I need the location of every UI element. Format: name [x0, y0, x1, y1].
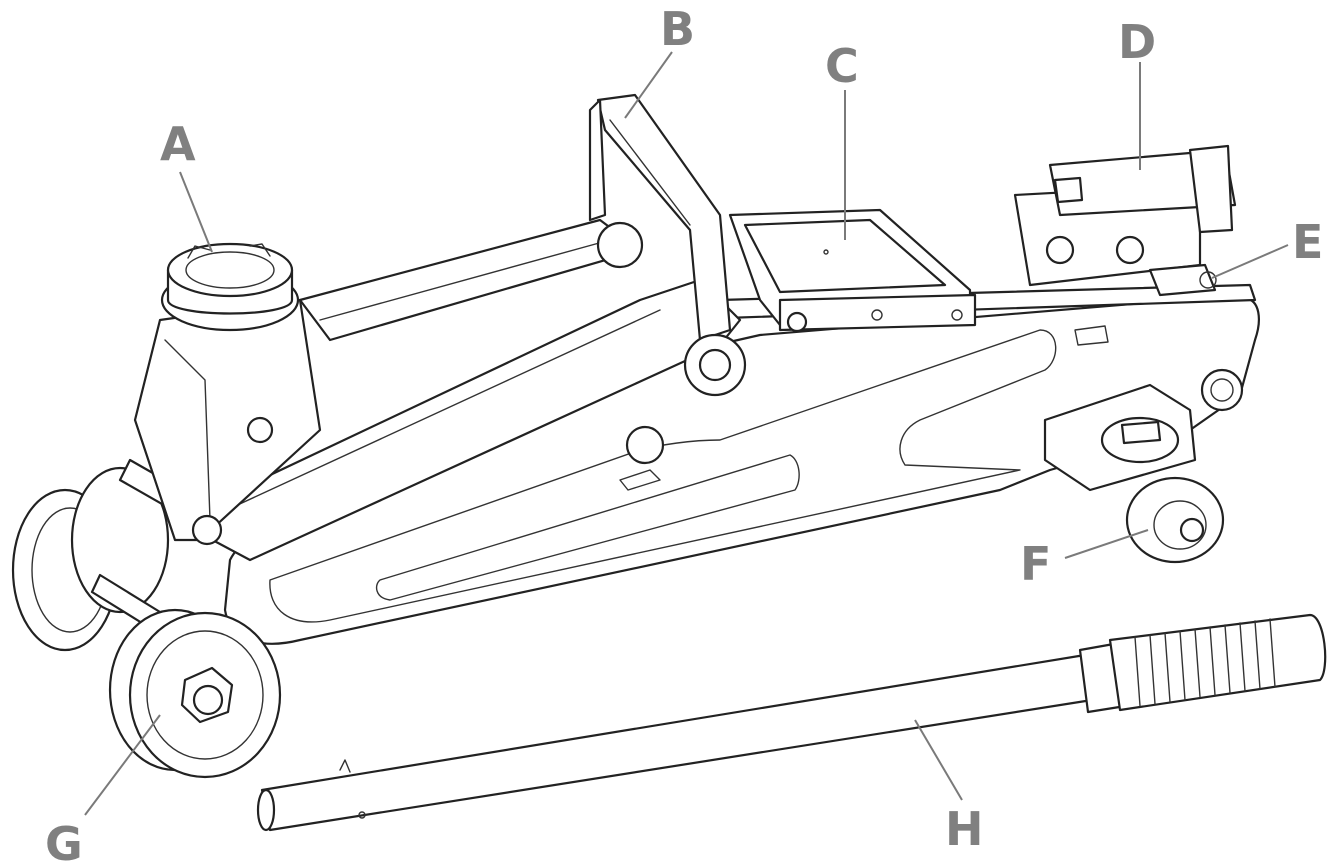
leader-f	[1064, 529, 1149, 559]
label-d: D	[1118, 15, 1156, 69]
leader-h	[914, 719, 963, 801]
part-labels: A B C D E F G H	[45, 2, 1323, 868]
label-h: H	[945, 802, 984, 856]
leader-lines	[84, 51, 1289, 816]
torsion-bracket	[588, 93, 747, 397]
release-valve	[1148, 263, 1217, 297]
label-e: E	[1292, 215, 1323, 269]
front-wheel	[108, 608, 282, 779]
rear-left-wheel	[11, 466, 170, 652]
label-g: G	[45, 817, 83, 868]
handle-socket	[1013, 144, 1237, 287]
leader-e	[1211, 244, 1289, 279]
label-a: A	[160, 117, 196, 171]
label-c: C	[825, 39, 859, 93]
swivel-caster	[1043, 383, 1225, 564]
leader-g	[84, 714, 161, 816]
saddle-assembly	[133, 242, 322, 546]
lifting-arm	[173, 218, 742, 562]
label-f: F	[1020, 537, 1051, 591]
jack-handle	[256, 613, 1327, 832]
leader-a	[179, 171, 213, 253]
label-b: B	[660, 2, 695, 56]
leader-b	[624, 51, 673, 119]
pump-platform	[728, 208, 977, 333]
